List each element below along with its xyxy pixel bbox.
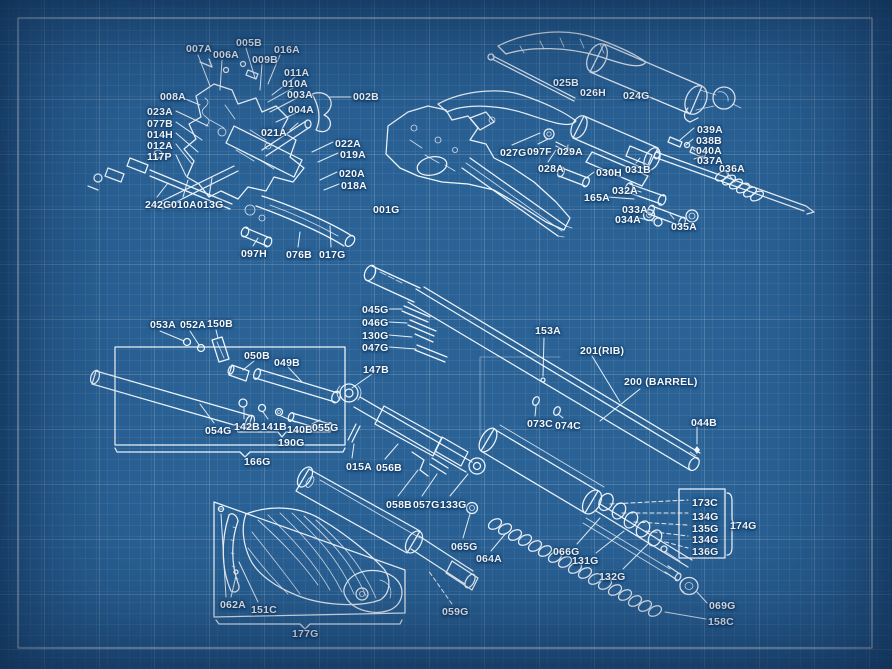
brace-190g: [235, 427, 333, 438]
barrel-group-drawing: [351, 264, 701, 472]
blueprint-frame: [17, 17, 873, 649]
action-slide-drawing: [336, 383, 486, 497]
magazine-assembly-drawing: [89, 329, 346, 458]
magazine-group-box: [114, 346, 346, 446]
brace-166g: [114, 447, 346, 458]
brace-174g: [726, 492, 737, 556]
trigger-group-drawing: [385, 105, 573, 238]
forend-slide-assembly-drawing: [437, 31, 815, 228]
friction-rings-spring-drawing: [462, 424, 737, 620]
stock-group-drawing: [213, 501, 406, 630]
ring-label-box: [678, 488, 726, 559]
breech-bolt-assembly-drawing: [87, 47, 356, 248]
stock-group-box: [213, 501, 406, 618]
brace-177g: [215, 619, 403, 630]
forend-wood-tube-drawing: [295, 466, 479, 605]
